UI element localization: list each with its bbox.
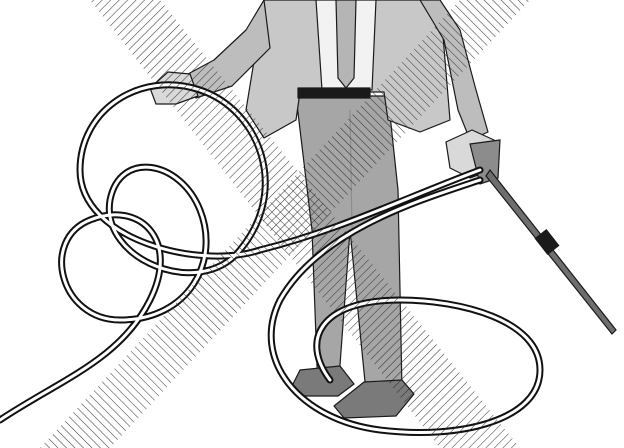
belt <box>298 88 370 98</box>
tie <box>336 0 356 88</box>
spray-lance <box>470 140 616 334</box>
